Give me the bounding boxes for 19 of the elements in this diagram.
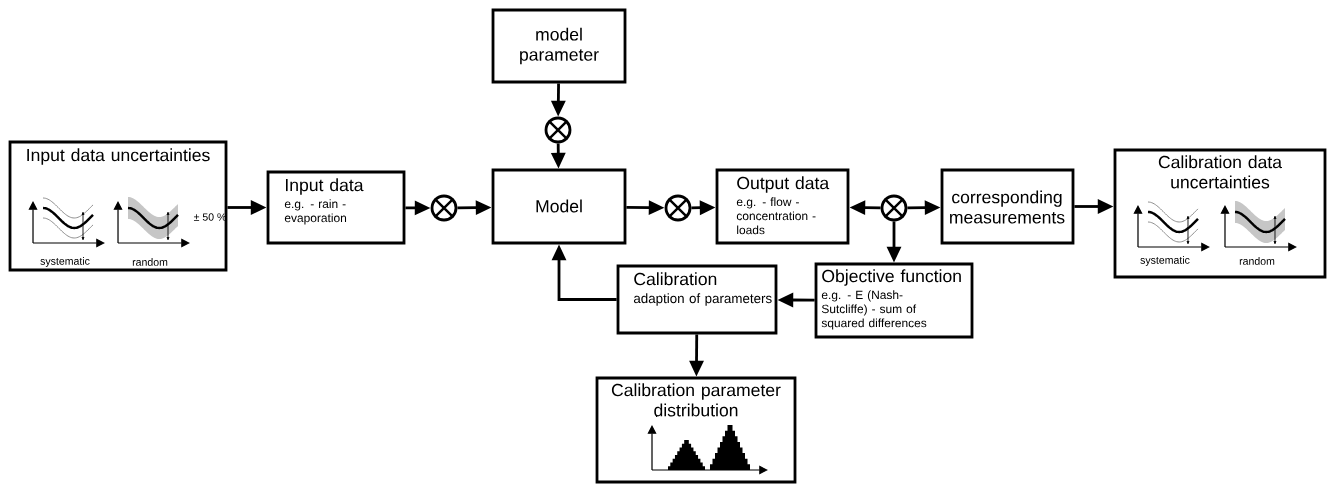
multiplier-symbol (664, 194, 692, 222)
multiplier-symbol (544, 116, 572, 144)
multiplier-symbol (880, 194, 908, 222)
process-box: Model (491, 168, 627, 245)
node-label: random (1239, 257, 1275, 265)
node-label: random (132, 258, 168, 266)
process-box: model parameter (491, 8, 627, 84)
node-label: Calibration data uncertainties (1158, 155, 1282, 189)
process-box: Calibration data uncertainties systematic random (1113, 148, 1327, 279)
node-label: Input data uncertainties (27, 148, 210, 165)
process-box: Input data e.g. - rain - evaporation (266, 170, 406, 245)
process-box: Calibration parameter distribution (595, 376, 797, 484)
process-box: Objective function e.g. - E (Nash-Sutcliffe) - sum of squared differences (814, 262, 974, 339)
node-label: systematic (40, 257, 90, 267)
process-box: Output data e.g. - flow - concentration - loads (715, 168, 850, 245)
node-label: systematic (1140, 256, 1190, 266)
process-box: corresponding measurements (940, 168, 1075, 245)
multiplier-symbol (430, 194, 458, 222)
process-box: Calibration adaption of parameters (616, 264, 778, 335)
